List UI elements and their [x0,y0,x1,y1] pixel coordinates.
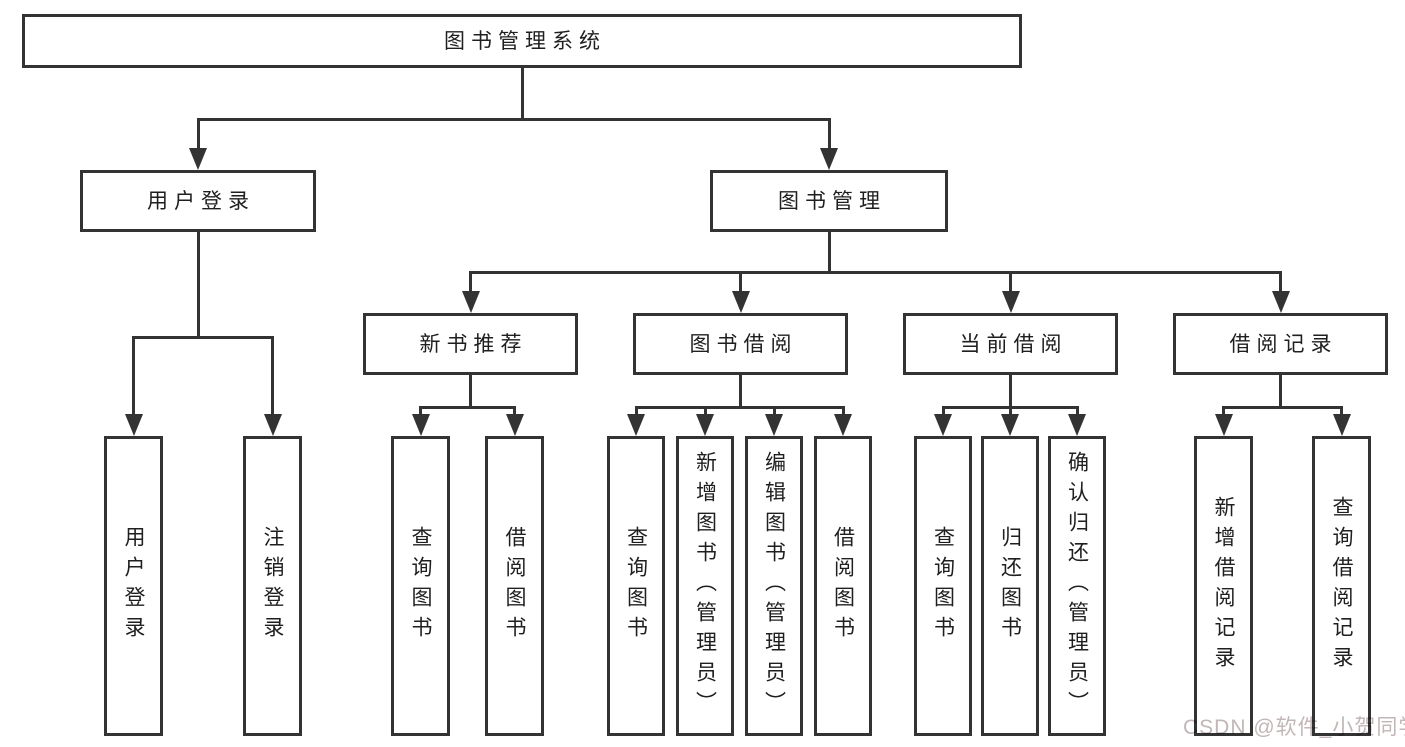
connector-line [132,336,135,419]
connector-arrowhead-icon [1214,414,1233,436]
node-query-borrow-record: 查询借阅记录 [1312,436,1371,736]
node-label: 用户登录 [122,526,145,646]
connector-line [469,373,472,409]
connector-line [196,118,831,121]
connector-line [1279,373,1282,409]
node-book-borrow: 图书借阅 [633,313,848,375]
node-label: 新增图书（管理员） [693,451,717,721]
connector-line [1075,406,1079,419]
connector-line [703,406,707,419]
connector-line [1279,271,1282,296]
connector-arrowhead-icon [820,148,838,170]
node-label: 用户登录 [147,189,255,213]
node-user-login: 用户登录 [80,170,316,232]
connector-arrowhead-icon [189,148,207,170]
node-book-mgmt: 图书管理 [710,170,948,232]
node-label: 借阅图书 [831,526,855,646]
node-label: 查询图书 [931,526,955,646]
node-label: 新增借阅记录 [1212,496,1235,676]
connector-line [1009,271,1012,296]
connector-arrowhead-icon [765,414,783,436]
connector-line [739,271,742,296]
node-label: 归还图书 [998,526,1022,646]
node-borrow-books-borrow: 借阅图书 [814,436,872,736]
connector-line [634,406,638,419]
connector-line [520,66,524,121]
connector-arrowhead-icon [124,414,143,436]
connector-line [132,336,274,339]
connector-line [1222,406,1225,419]
node-label: 查询图书 [409,526,432,646]
node-user-login-action: 用户登录 [104,436,163,736]
connector-arrowhead-icon [834,414,852,436]
connector-line [941,406,945,419]
connector-arrowhead-icon [1332,414,1351,436]
node-label: 借阅图书 [503,526,526,646]
connector-line [419,406,516,409]
node-label: 图书借阅 [689,332,798,356]
connector-arrowhead-icon [1068,414,1086,436]
connector-line [739,373,742,409]
connector-line [827,118,831,153]
node-logout-action: 注销登录 [243,436,302,736]
connector-line [634,406,845,409]
connector-line [841,406,845,419]
node-label: 当前借阅 [959,332,1068,356]
node-label: 注销登录 [261,526,284,646]
connector-arrowhead-icon [263,414,282,436]
node-label: 新书推荐 [419,332,528,356]
connector-arrowhead-icon [696,414,714,436]
node-new-book-rec: 新书推荐 [363,313,578,375]
connector-line [271,336,274,419]
node-query-books-new: 查询图书 [391,436,450,736]
node-label: 图书管理系统 [444,29,606,53]
connector-arrowhead-icon [1001,414,1019,436]
node-borrow-books-new: 借阅图书 [485,436,544,736]
connector-line [1009,373,1012,409]
connector-arrowhead-icon [411,414,430,436]
node-current-borrow: 当前借阅 [903,313,1118,375]
node-root: 图书管理系统 [22,14,1022,68]
connector-line [1340,406,1343,419]
connector-arrowhead-icon [505,414,524,436]
node-add-borrow-record: 新增借阅记录 [1194,436,1253,736]
node-label: 确认归还（管理员） [1065,451,1089,721]
connector-arrowhead-icon [731,291,750,313]
connector-line [827,230,831,274]
connector-line [772,406,776,419]
connector-arrowhead-icon [627,414,645,436]
connector-line [419,406,422,419]
node-confirm-return-admin: 确认归还（管理员） [1048,436,1106,736]
connector-line [196,118,200,153]
connector-line [1222,406,1343,409]
connector-line [196,230,200,339]
connector-arrowhead-icon [461,291,480,313]
node-return-books: 归还图书 [981,436,1039,736]
connector-line [469,271,472,296]
node-label: 借阅记录 [1229,332,1338,356]
node-label: 查询借阅记录 [1330,496,1353,676]
node-label: 图书管理 [778,189,886,213]
node-query-books-borrow: 查询图书 [607,436,665,736]
connector-arrowhead-icon [1001,291,1020,313]
node-edit-book-admin: 编辑图书（管理员） [745,436,803,736]
connector-line [1008,406,1012,419]
connector-line [469,271,1282,274]
csdn-watermark: CSDN @软件_小贺同学 [1183,716,1405,739]
connector-line [513,406,516,419]
node-label: 查询图书 [624,526,648,646]
connector-arrowhead-icon [1271,291,1290,313]
node-borrow-records: 借阅记录 [1173,313,1388,375]
node-query-books-current: 查询图书 [914,436,972,736]
node-add-book-admin: 新增图书（管理员） [676,436,734,736]
node-label: 编辑图书（管理员） [762,451,786,721]
connector-arrowhead-icon [934,414,952,436]
